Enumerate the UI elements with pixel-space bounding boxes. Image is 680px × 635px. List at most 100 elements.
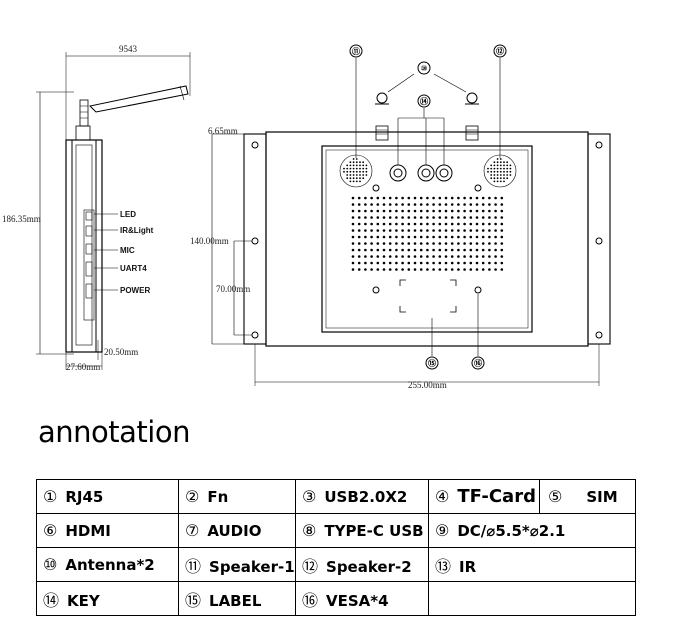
perforation-dot: [365, 164, 368, 167]
perforation-dot: [475, 229, 479, 232]
perforation-dot: [494, 255, 497, 258]
perforation-dot: [490, 174, 493, 176]
perforation-dot: [401, 222, 404, 226]
perforation-dot: [475, 196, 479, 200]
perforation-dot: [357, 196, 361, 200]
svg-text:⑪: ⑪: [352, 46, 360, 56]
perforation-dot: [413, 268, 417, 271]
perforation-dot: [359, 170, 361, 173]
perforation-dot: [469, 222, 473, 226]
perforation-dot: [419, 222, 423, 226]
perforation-dot: [407, 209, 411, 213]
perforation-dot: [503, 167, 505, 170]
perforation-dot: [343, 170, 345, 173]
perforation-dot: [382, 242, 386, 245]
perforation-dot: [475, 209, 479, 213]
callout-12: ⑫: [493, 44, 507, 58]
perforation-dot: [382, 222, 386, 226]
perforation-dot: [488, 268, 491, 271]
speaker-1-grille: [339, 154, 373, 188]
perforation-dot: [413, 203, 417, 206]
perforation-dot: [364, 235, 367, 239]
perforation-dot: [413, 255, 417, 258]
perforation-dot: [494, 229, 497, 232]
perforation-dot: [444, 216, 448, 219]
perforation-dot: [349, 174, 352, 176]
perforation-dot: [457, 222, 460, 226]
perforation-dot: [481, 209, 485, 213]
perforation-dot: [376, 216, 380, 219]
perforation-dot: [395, 242, 398, 245]
perforation-dot: [509, 170, 512, 173]
perforation-dot: [349, 167, 352, 170]
perforation-dot: [438, 222, 442, 226]
perforation-dot: [481, 255, 485, 258]
perforation-dot: [401, 242, 404, 245]
perforation-dot: [463, 203, 466, 206]
perforation-dot: [493, 167, 496, 170]
perforation-dot: [395, 268, 398, 271]
perforation-dot: [469, 255, 473, 258]
perforation-dot: [481, 196, 485, 200]
perforation-dot: [500, 216, 504, 219]
perforation-dot: [364, 203, 367, 206]
perforation-dot: [503, 164, 505, 167]
perforation-dot: [463, 196, 466, 200]
perforation-dot: [419, 261, 423, 265]
perforation-dot: [432, 235, 435, 239]
perforation-dot: [499, 180, 502, 183]
dim-height-70: 70.00mm: [216, 284, 250, 294]
perforation-dot: [500, 203, 504, 206]
perforation-dot: [349, 180, 352, 183]
perforation-dot: [388, 196, 392, 200]
perforation-dot: [496, 164, 499, 167]
perforation-dot: [432, 248, 435, 252]
perforation-dot: [413, 235, 417, 239]
perforation-dot: [457, 255, 460, 258]
perforation-dot: [475, 222, 479, 226]
perforation-dot: [444, 242, 448, 245]
perforation-dot: [438, 255, 442, 258]
perforation-dot: [506, 170, 509, 173]
perforation-dot: [362, 174, 365, 176]
perforation-dot: [481, 268, 485, 271]
perforation-dot: [494, 216, 497, 219]
perforation-dot: [401, 255, 404, 258]
perforation-dot: [494, 268, 497, 271]
perforation-dot: [444, 261, 448, 265]
perforation-dot: [352, 164, 355, 167]
perforation-dot: [496, 174, 499, 176]
perforation-dot: [352, 177, 355, 180]
perforation-dot: [509, 167, 512, 170]
perforation-dot: [419, 203, 423, 206]
perforation-dot: [488, 203, 491, 206]
perforation-dot: [426, 209, 429, 213]
perforation-dot: [490, 170, 493, 173]
perforation-dot: [463, 268, 466, 271]
perforation-dot: [463, 255, 466, 258]
perforation-dot: [376, 203, 380, 206]
perforation-dot: [494, 261, 497, 265]
perforation-dot: [438, 203, 442, 206]
perforation-dot: [506, 177, 509, 180]
svg-text:⑯: ⑯: [474, 358, 482, 368]
perforation-dot: [469, 268, 473, 271]
perforation-dot: [376, 235, 380, 239]
perforation-dot: [488, 242, 491, 245]
perforation-dot: [450, 209, 454, 213]
perforation-dot: [503, 174, 505, 176]
perforation-dot: [401, 268, 404, 271]
perforation-dot: [349, 170, 352, 173]
perforation-dot: [506, 174, 509, 176]
perforation-dot: [388, 209, 392, 213]
perforation-dot: [419, 268, 423, 271]
perforation-dot: [426, 222, 429, 226]
callout-16: ⑯: [471, 356, 485, 370]
